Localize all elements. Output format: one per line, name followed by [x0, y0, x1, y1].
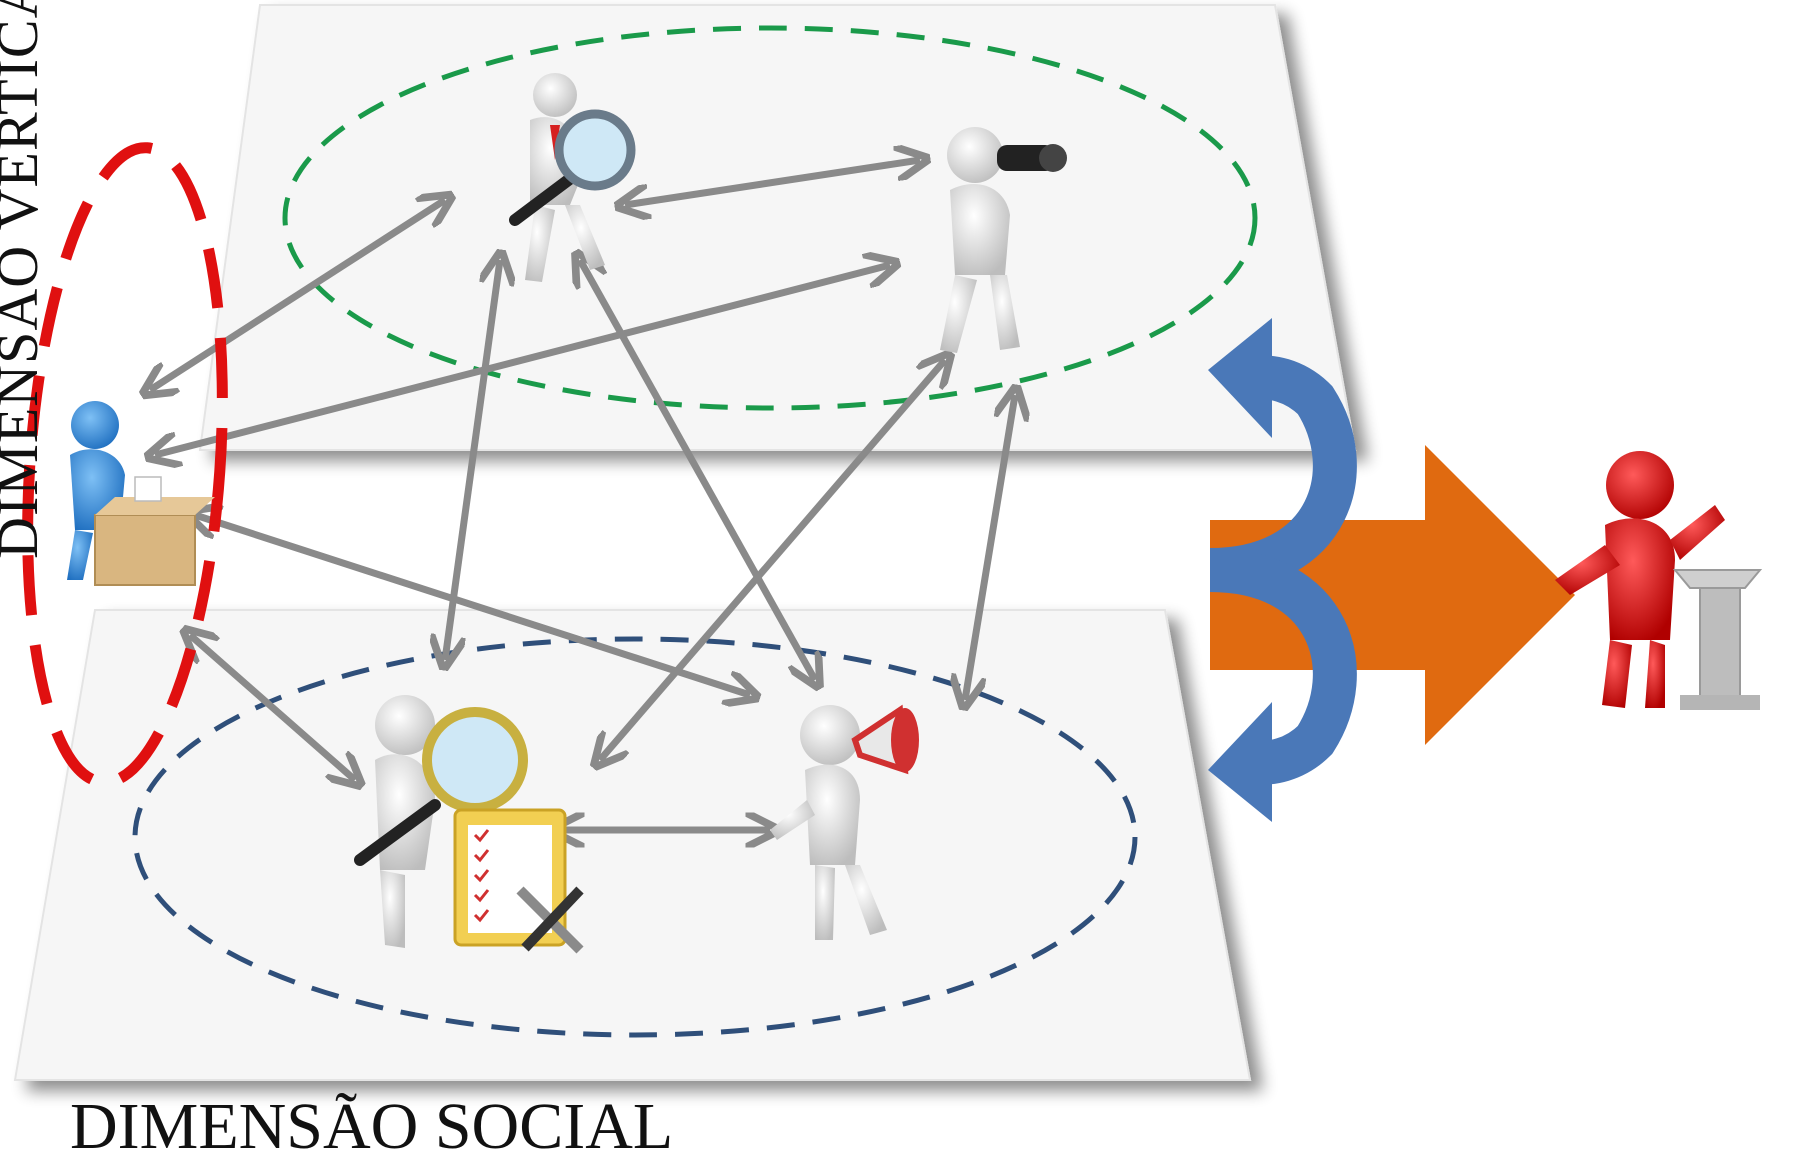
social-dimension-label: DIMENSÃO SOCIAL — [70, 1090, 674, 1163]
arrow-investigator-inspector — [445, 260, 500, 660]
speaker-with-megaphone-icon — [770, 704, 919, 940]
arrow-investigator-observer — [625, 160, 920, 205]
vertical-dimension-label: DIMENSÃO VERTICAL — [0, 0, 50, 559]
arrow-voter-inspector — [190, 635, 355, 780]
curved-arrow-up — [1208, 318, 1357, 592]
arrow-observer-inspector — [600, 360, 945, 760]
curved-arrow-down — [1208, 548, 1357, 822]
bottom-plane — [13, 609, 1252, 1081]
orator-at-podium-icon — [1555, 451, 1763, 710]
observer-with-binoculars-icon — [940, 127, 1067, 353]
vertical-dimension-ring — [22, 142, 228, 788]
connector-arrows — [150, 160, 1015, 830]
inspector-with-checklist-icon — [354, 695, 584, 954]
voter-with-ballot-box-icon — [67, 401, 215, 586]
arrow-observer-speaker — [965, 395, 1015, 700]
investigator-with-magnifier-icon — [509, 73, 636, 282]
top-plane — [198, 4, 1357, 451]
